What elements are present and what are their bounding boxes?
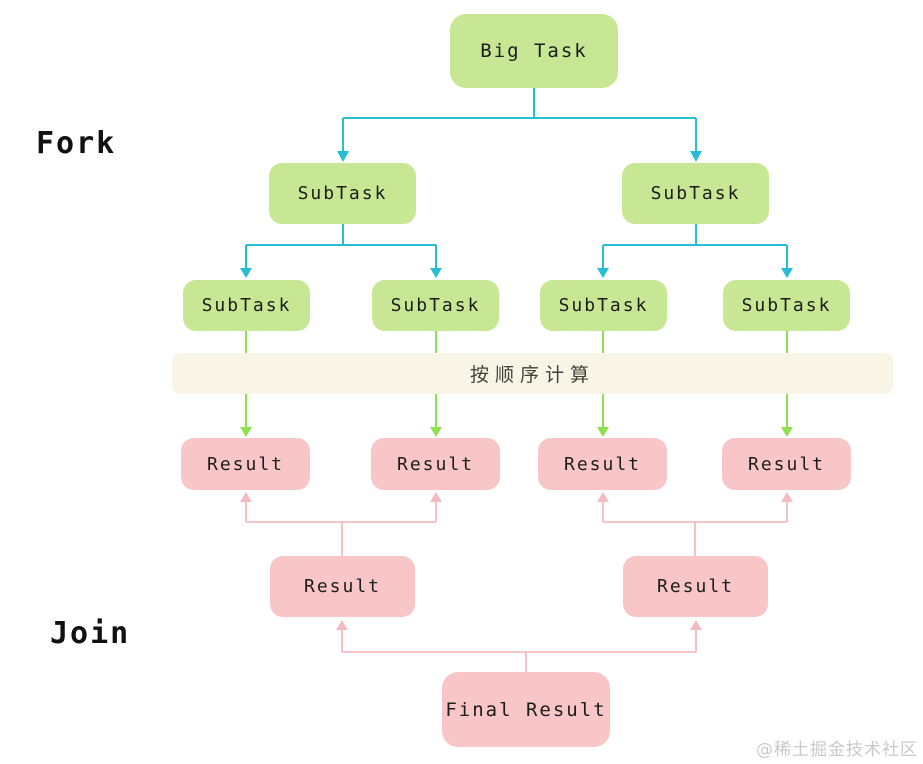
subtask-node-l2-2: SubTask xyxy=(372,280,499,331)
watermark: @稀土掘金技术社区 xyxy=(756,740,918,760)
final-result-node: Final Result xyxy=(442,672,610,747)
subtask-node-l2-4: SubTask xyxy=(723,280,850,331)
result-node-r1-4: Result xyxy=(722,438,851,490)
subtask-node-l1-left: SubTask xyxy=(269,163,416,224)
big-task-node: Big Task xyxy=(450,14,618,88)
result-node-r1-3: Result xyxy=(538,438,667,490)
subtask-node-l2-3: SubTask xyxy=(540,280,667,331)
fork-arrows-level1 xyxy=(337,88,702,162)
result-node-r1-2: Result xyxy=(371,438,500,490)
join-arrows-level2 xyxy=(336,620,702,672)
join-arrows-level1-right xyxy=(597,492,793,556)
sequential-compute-band: 按顺序计算 xyxy=(172,353,893,394)
fork-arrows-level2-left xyxy=(240,224,442,278)
result-node-r1-1: Result xyxy=(181,438,310,490)
result-node-r2-right: Result xyxy=(623,556,768,617)
result-node-r2-left: Result xyxy=(270,556,415,617)
join-arrows-level1-left xyxy=(240,492,442,556)
fork-label: Fork xyxy=(36,126,117,161)
join-label: Join xyxy=(50,616,131,651)
fork-arrows-level2-right xyxy=(597,224,793,278)
subtask-node-l2-1: SubTask xyxy=(183,280,310,331)
subtask-node-l1-right: SubTask xyxy=(622,163,769,224)
